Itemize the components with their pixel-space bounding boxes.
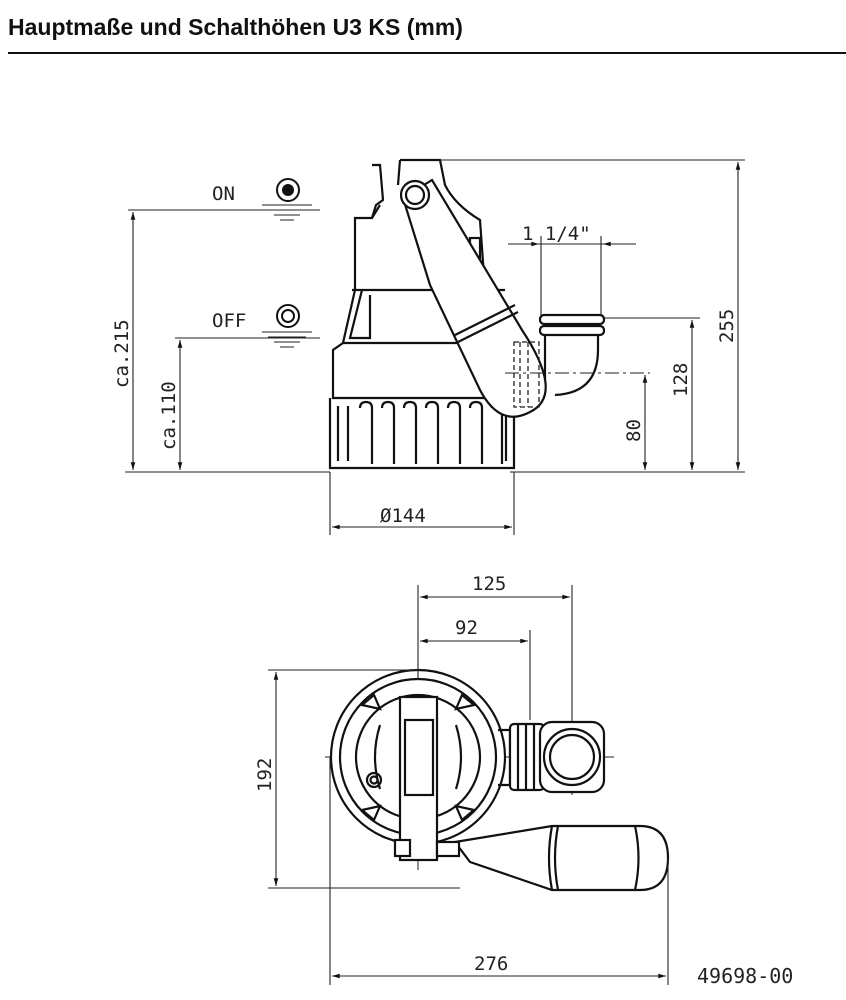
dim-width: 276	[474, 953, 508, 975]
top-view: 125 92 192 276	[254, 573, 670, 985]
dim-outlet-center: 80	[623, 419, 645, 442]
dim-on-height: ca.215	[111, 319, 133, 388]
strainer-slots	[336, 400, 508, 464]
top-view-connector	[498, 722, 546, 792]
side-view: ON OFF ca.215 ca.110 255 128 80	[111, 158, 745, 535]
dim-connector-offset: 92	[455, 617, 478, 639]
on-level-indicator: ON	[128, 178, 320, 221]
outlet-elbow	[538, 313, 606, 397]
off-level-indicator: OFF	[175, 304, 320, 348]
page-title: Hauptmaße und Schalthöhen U3 KS (mm)	[8, 14, 463, 40]
off-label: OFF	[212, 310, 246, 332]
top-view-outlet	[538, 720, 606, 794]
top-view-float	[453, 824, 670, 892]
dim-off-height: ca.110	[158, 381, 180, 450]
float-switch	[399, 178, 547, 418]
title-underline	[8, 52, 846, 54]
dim-diameter: Ø144	[380, 505, 426, 527]
dim-depth: 192	[254, 758, 276, 792]
dim-outlet-top: 128	[670, 363, 692, 397]
pump-body	[328, 158, 516, 470]
dim-outlet-thread: 1 1/4"	[522, 223, 591, 245]
on-label: ON	[212, 183, 235, 205]
drawing-number: 49698-00	[697, 964, 793, 988]
dim-total-height: 255	[716, 309, 738, 343]
dim-outlet-offset: 125	[472, 573, 506, 595]
